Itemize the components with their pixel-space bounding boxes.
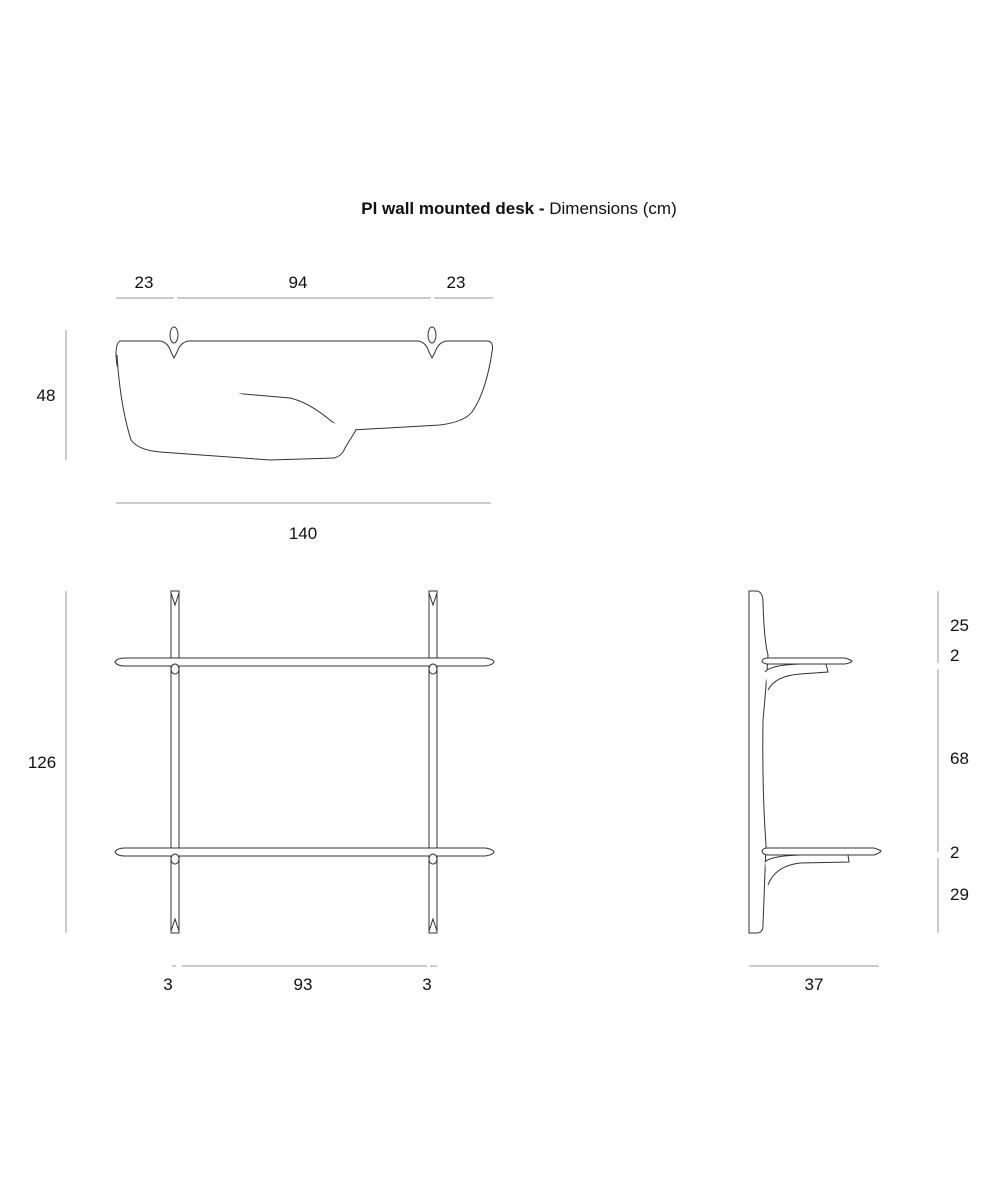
title-suffix: Dimensions (cm) [544, 199, 677, 218]
side-view: 25 2 68 2 29 37 [748, 590, 969, 994]
bracket-upper [764, 663, 829, 691]
wall-plate [748, 590, 769, 934]
pin [169, 326, 179, 344]
dim-label: 37 [805, 975, 824, 994]
dim-label: 3 [422, 975, 431, 994]
dim-label: 140 [289, 524, 317, 543]
front-view: 126 3 93 3 [28, 590, 495, 994]
dim-label: 48 [37, 386, 56, 405]
rail-detail [170, 592, 438, 932]
dim-label: 3 [163, 975, 172, 994]
dim-label: 94 [289, 273, 308, 292]
connector [428, 663, 438, 675]
dim-label: 2 [950, 646, 959, 665]
rail [428, 590, 438, 934]
diagram-title: Pl wall mounted desk - Dimensions (cm) [0, 199, 1000, 219]
desk-underside-outline [116, 354, 357, 461]
connector [170, 853, 180, 865]
dim-label: 23 [447, 273, 466, 292]
connector [170, 663, 180, 675]
dim-label: 68 [950, 749, 969, 768]
pin [427, 326, 437, 344]
dim-label: 126 [28, 753, 56, 772]
side-shelf-upper [761, 657, 853, 665]
dim-label: 23 [135, 273, 154, 292]
connector [428, 853, 438, 865]
dim-label: 2 [950, 843, 959, 862]
dim-label: 25 [950, 616, 969, 635]
shelf-lower [114, 847, 495, 857]
side-shelf-lower [761, 847, 882, 856]
shelf-upper [114, 657, 495, 667]
rail [170, 590, 180, 934]
dim-label: 29 [950, 885, 969, 904]
title-product: Pl wall mounted desk - [361, 199, 545, 218]
bracket-lower [764, 854, 850, 886]
top-view: 23 94 23 48 140 [37, 273, 493, 543]
dim-label: 93 [294, 975, 313, 994]
